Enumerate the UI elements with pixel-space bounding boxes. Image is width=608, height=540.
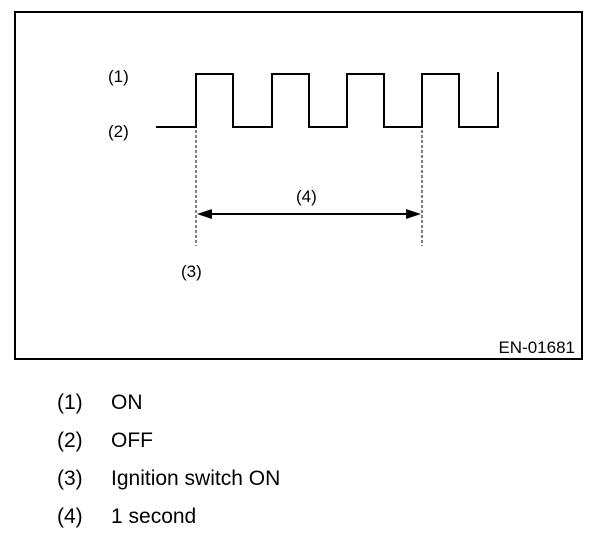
off-level-label: (2)	[108, 122, 129, 141]
legend-text: Ignition switch ON	[111, 467, 281, 490]
legend-text: 1 second	[111, 505, 197, 528]
legend-item: (1) ON	[57, 388, 280, 426]
period-label: (4)	[296, 187, 317, 206]
legend-number: (2)	[57, 429, 83, 452]
legend-item: (2) OFF	[57, 426, 280, 464]
signal-waveform	[156, 72, 499, 128]
on-level-label: (1)	[108, 67, 129, 86]
legend-text: OFF	[111, 429, 153, 452]
legend-text: ON	[111, 391, 143, 414]
waveform-diagram: (1) (2) (4) (3) EN-01681	[14, 11, 583, 360]
figure-code: EN-01681	[498, 338, 575, 357]
legend-list: (1) ON (2) OFF (3) Ignition switch ON (4) 1 …	[57, 388, 280, 540]
legend-item: (3) Ignition switch ON	[57, 464, 280, 502]
waveform-figure: (1) (2) (4) (3) EN-01681	[14, 11, 583, 360]
period-arrowhead-left	[197, 209, 212, 219]
legend-number: (1)	[57, 391, 83, 414]
period-arrowhead-right	[406, 209, 421, 219]
legend-item: (4) 1 second	[57, 502, 280, 540]
figure-frame	[14, 11, 583, 360]
legend-number: (3)	[57, 467, 83, 490]
ignition-mark-label: (3)	[181, 262, 202, 281]
legend-number: (4)	[57, 505, 83, 528]
